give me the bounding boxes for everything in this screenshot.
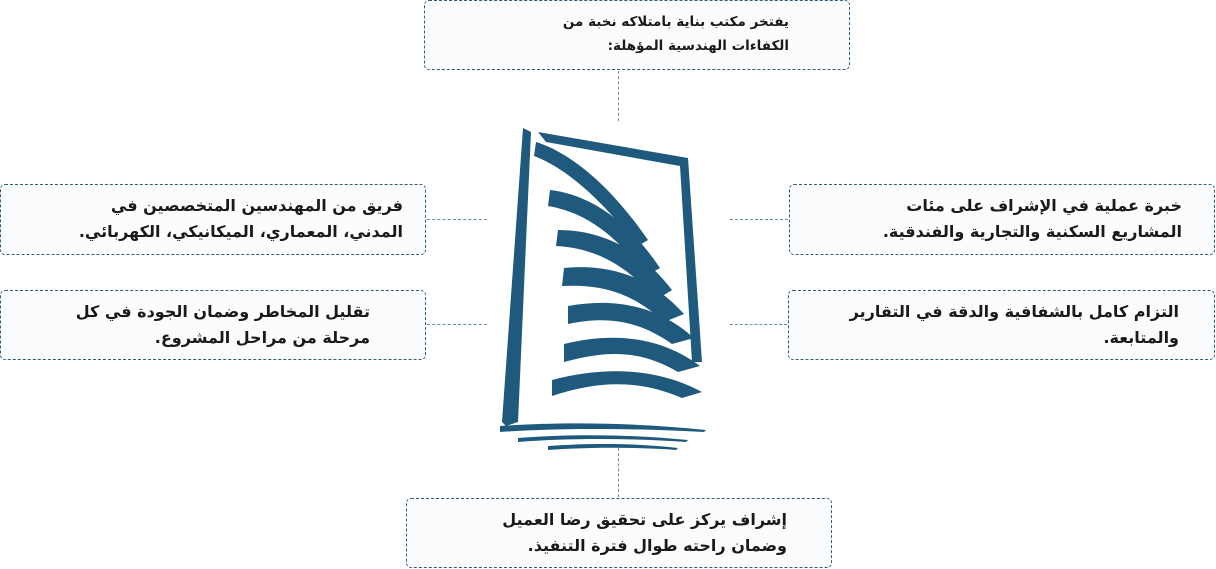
feature-card-experience: خبرة عملية في الإشراف على مئات المشاريع … — [789, 184, 1215, 255]
connector-bottom — [618, 448, 619, 497]
feature-line-2: مرحلة من مراحل المشروع. — [154, 328, 370, 347]
feature-card-quality: تقليل المخاطر وضمان الجودة في كل مرحلة م… — [0, 290, 426, 360]
feature-line-1: التزام كامل بالشفافية والدقة في التقارير — [849, 302, 1179, 321]
feature-line-1: تقليل المخاطر وضمان الجودة في كل — [75, 302, 370, 321]
feature-line-2: المشاريع السكنية والتجارية والفندقية. — [882, 222, 1182, 241]
intro-line-2: الكفاءات الهندسية المؤهلة: — [607, 38, 789, 54]
feature-line-1: فريق من المهندسين المتخصصين في — [110, 196, 403, 215]
intro-line-1: يفتخر مكتب بناية بامتلاكه نخبة من — [562, 14, 789, 30]
connector-left-1 — [427, 219, 487, 220]
feature-card-transparency: التزام كامل بالشفافية والدقة في التقارير… — [788, 290, 1215, 360]
connector-left-2 — [427, 324, 487, 325]
sailboat-logo-icon — [500, 128, 706, 450]
feature-card-satisfaction: إشراف يركز على تحقيق رضا العميل وضمان را… — [406, 498, 832, 568]
connector-right-1 — [730, 219, 788, 220]
feature-line-2: وضمان راحته طوال فترة التنفيذ. — [527, 536, 787, 555]
feature-line-2: والمتابعة. — [1103, 328, 1179, 347]
feature-line-1: خبرة عملية في الإشراف على مئات — [906, 196, 1182, 215]
connector-right-2 — [730, 324, 787, 325]
feature-line-1: إشراف يركز على تحقيق رضا العميل — [502, 510, 787, 529]
intro-card: يفتخر مكتب بناية بامتلاكه نخبة من الكفاء… — [424, 0, 850, 70]
connector-top — [618, 71, 619, 121]
feature-card-engineers: فريق من المهندسين المتخصصين في المدني، ا… — [0, 184, 426, 255]
feature-line-2: المدني، المعماري، الميكانيكي، الكهربائي. — [78, 222, 403, 241]
